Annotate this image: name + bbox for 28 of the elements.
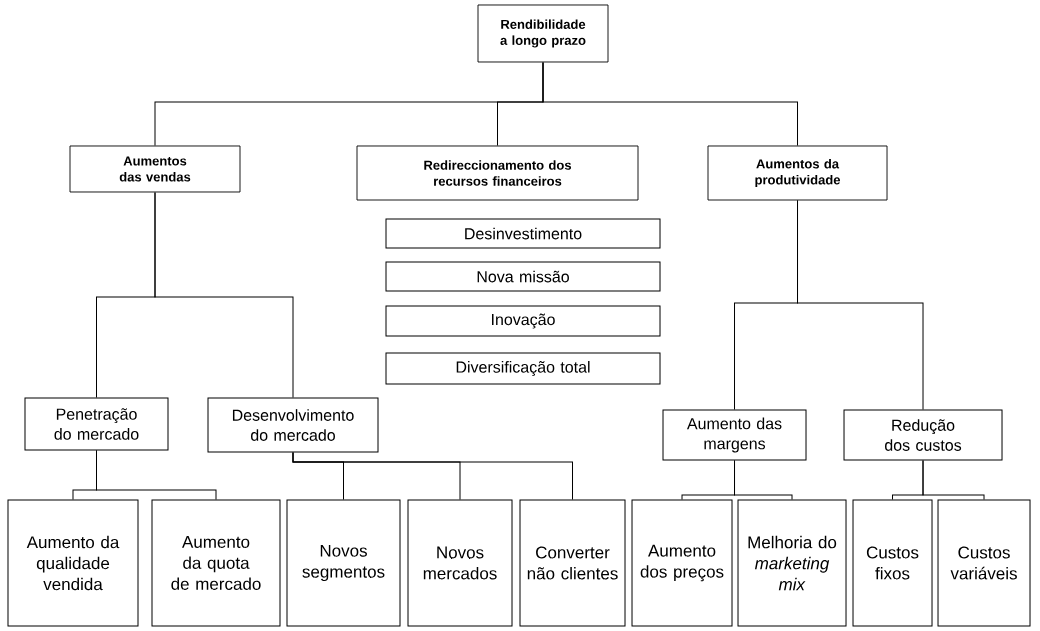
- strategy-box: Desenvolvimento do mercado: [207, 397, 379, 453]
- category-box: Redireccionamento dos recursos financeiros: [356, 145, 639, 201]
- category-box: Aumentos da produtividade: [707, 145, 888, 201]
- connector-line: [797, 199, 924, 410]
- strategy-box: Aumento das margens: [662, 409, 807, 461]
- strategy-box: Penetração do mercado: [24, 397, 169, 451]
- connector-line: [292, 452, 573, 500]
- category-box: Rendibilidade a longo prazo: [477, 4, 609, 63]
- strategy-box: Aumento da quota de mercado: [151, 499, 281, 627]
- connector-line: [96, 450, 217, 500]
- strategy-box: Redução dos custos: [843, 409, 1003, 461]
- strategy-box: Melhoria do marketing mix: [737, 499, 847, 627]
- connector-line: [542, 61, 798, 147]
- strategy-box: Converter não clientes: [519, 499, 626, 627]
- connector-line: [734, 460, 793, 500]
- connector-line: [154, 191, 294, 398]
- strategy-box: Desinvestimento: [385, 218, 661, 249]
- strategy-box: Custos variáveis: [937, 499, 1031, 627]
- strategy-box: Nova missão: [385, 261, 661, 292]
- category-box: Aumentos das vendas: [69, 145, 241, 193]
- strategy-box: Aumento da qualidade vendida: [7, 499, 139, 627]
- connector-line: [922, 460, 985, 500]
- strategy-box: Inovação: [385, 305, 661, 337]
- strategy-box: Novos segmentos: [286, 499, 401, 627]
- strategy-box: Aumento dos preços: [631, 499, 733, 627]
- strategy-box: Novos mercados: [407, 499, 513, 627]
- strategy-box: Diversificação total: [385, 352, 661, 385]
- strategy-box: Custos fixos: [852, 499, 933, 627]
